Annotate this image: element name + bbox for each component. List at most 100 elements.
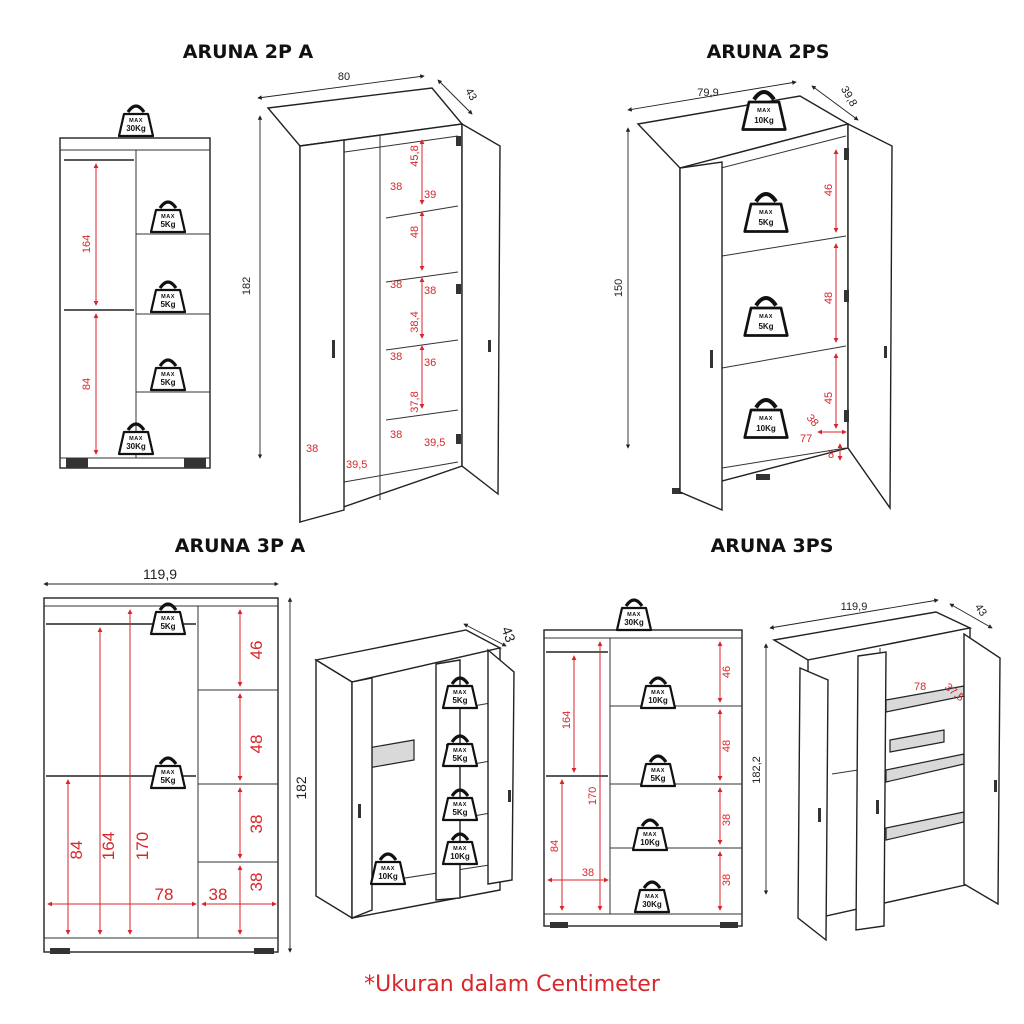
dim-depth: 43 xyxy=(972,602,989,619)
svg-text:48: 48 xyxy=(409,226,421,238)
svg-text:39,5: 39,5 xyxy=(346,459,367,471)
svg-text:MAX: MAX xyxy=(129,118,143,124)
svg-text:MAX: MAX xyxy=(627,612,641,618)
svg-text:MAX: MAX xyxy=(759,210,773,216)
svg-text:164: 164 xyxy=(99,832,118,860)
svg-text:38: 38 xyxy=(247,873,266,892)
dim-height: 182 xyxy=(293,776,309,800)
svg-text:MAX: MAX xyxy=(453,802,467,808)
svg-text:45,8: 45,8 xyxy=(409,145,421,166)
weight-badge: MAX 30Kg xyxy=(117,104,155,138)
svg-text:10Kg: 10Kg xyxy=(648,696,668,705)
svg-text:77: 77 xyxy=(800,433,812,445)
svg-text:MAX: MAX xyxy=(161,770,175,776)
dim-width: 80 xyxy=(338,71,350,83)
svg-text:38: 38 xyxy=(424,285,436,297)
svg-text:36: 36 xyxy=(424,357,436,369)
svg-text:46: 46 xyxy=(823,184,835,196)
svg-text:10Kg: 10Kg xyxy=(756,424,776,433)
svg-text:8: 8 xyxy=(828,449,834,461)
svg-text:170: 170 xyxy=(133,832,152,860)
svg-text:170: 170 xyxy=(587,787,599,805)
dim-width: 119,9 xyxy=(143,566,177,582)
svg-text:38: 38 xyxy=(390,279,402,291)
svg-text:5Kg: 5Kg xyxy=(758,218,773,227)
dim-hang-high: 164 xyxy=(81,235,93,253)
front-view: 164 84 MAX 30Kg MAX 5Kg MAX 5Kg MAX 5Kg xyxy=(59,104,211,469)
svg-text:MAX: MAX xyxy=(757,108,771,114)
svg-text:84: 84 xyxy=(67,841,86,860)
svg-text:10Kg: 10Kg xyxy=(450,852,470,861)
svg-text:5Kg: 5Kg xyxy=(452,808,467,817)
svg-text:5Kg: 5Kg xyxy=(160,300,175,309)
svg-text:84: 84 xyxy=(549,840,561,852)
svg-text:MAX: MAX xyxy=(759,416,773,422)
dim-depth: 43 xyxy=(499,624,519,644)
weight-badge: MAX 5Kg xyxy=(149,280,187,314)
svg-text:38: 38 xyxy=(390,351,402,363)
svg-text:5Kg: 5Kg xyxy=(452,754,467,763)
product-aruna-2p-a: ARUNA 2P A 164 84 MAX 30Kg xyxy=(59,41,501,523)
svg-text:10Kg: 10Kg xyxy=(640,838,660,847)
weight-badge: MAX 5Kg xyxy=(742,192,790,234)
svg-text:45: 45 xyxy=(823,392,835,404)
svg-text:MAX: MAX xyxy=(645,894,659,900)
product-aruna-2ps: ARUNA 2PS 79,9 39,8 150 46 xyxy=(613,41,893,512)
footer-note: *Ukuran dalam Centimeter xyxy=(364,972,660,997)
product-aruna-3p-a: ARUNA 3P A 119,9 182 46 48 38 38 xyxy=(43,535,519,954)
weight-badge: MAX 10Kg xyxy=(441,832,479,866)
svg-text:30Kg: 30Kg xyxy=(126,124,146,133)
svg-text:MAX: MAX xyxy=(161,616,175,622)
weight-badge: MAX 30Kg xyxy=(615,598,653,632)
svg-text:48: 48 xyxy=(247,735,266,754)
weight-badge: MAX 30Kg xyxy=(117,422,155,456)
svg-text:5Kg: 5Kg xyxy=(160,378,175,387)
weight-badge: MAX 10Kg xyxy=(639,676,677,710)
svg-text:MAX: MAX xyxy=(759,314,773,320)
svg-text:37,8: 37,8 xyxy=(409,391,421,412)
svg-text:5Kg: 5Kg xyxy=(452,696,467,705)
weight-badge: MAX 5Kg xyxy=(639,754,677,788)
iso-view: 80 43 182 45,8 48 38,4 37,8 38 39 38 38 … xyxy=(241,71,501,523)
product-title: ARUNA 2PS xyxy=(707,41,830,63)
weight-badge: MAX 5Kg xyxy=(441,788,479,822)
svg-text:10Kg: 10Kg xyxy=(754,116,774,125)
svg-text:MAX: MAX xyxy=(161,294,175,300)
dim-width: 119,9 xyxy=(841,601,868,613)
svg-text:46: 46 xyxy=(721,666,733,678)
svg-text:30Kg: 30Kg xyxy=(126,442,146,451)
svg-text:MAX: MAX xyxy=(651,768,665,774)
svg-text:MAX: MAX xyxy=(161,372,175,378)
product-title: ARUNA 3PS xyxy=(711,535,834,557)
weight-badge: MAX 5Kg xyxy=(742,296,790,338)
weight-badge: MAX 5Kg xyxy=(149,756,187,790)
weight-badge: MAX 30Kg xyxy=(633,880,671,914)
weight-badge: MAX 10Kg xyxy=(369,852,407,886)
svg-text:MAX: MAX xyxy=(651,690,665,696)
dim-height: 182,2 xyxy=(751,756,763,784)
svg-text:38: 38 xyxy=(582,867,594,879)
svg-text:39,5: 39,5 xyxy=(424,437,445,449)
svg-text:5Kg: 5Kg xyxy=(160,622,175,631)
dim-width: 79,9 xyxy=(697,87,718,99)
svg-text:5Kg: 5Kg xyxy=(160,776,175,785)
weight-badge: MAX 5Kg xyxy=(149,602,187,636)
product-title: ARUNA 2P A xyxy=(183,41,314,63)
weight-badge: MAX 10Kg xyxy=(631,818,669,852)
weight-badge: MAX 5Kg xyxy=(441,734,479,768)
dim-height: 182 xyxy=(241,277,253,295)
weight-badge: MAX 10Kg xyxy=(742,398,790,440)
dim-hang-low: 84 xyxy=(81,378,93,390)
svg-text:MAX: MAX xyxy=(129,436,143,442)
iso-view: 79,9 39,8 150 46 48 45 77 38 8 MAX 10Kg xyxy=(613,80,893,512)
product-aruna-3ps: ARUNA 3PS 46 48 38 38 164 170 xyxy=(543,535,1001,942)
svg-text:MAX: MAX xyxy=(643,832,657,838)
svg-text:5Kg: 5Kg xyxy=(160,220,175,229)
svg-text:38: 38 xyxy=(721,874,733,886)
iso-view: 119,9 43 182,2 78 37,5 xyxy=(751,598,1001,942)
weight-badge: MAX 5Kg xyxy=(149,358,187,392)
svg-text:39: 39 xyxy=(424,189,436,201)
svg-text:78: 78 xyxy=(155,885,174,904)
svg-text:MAX: MAX xyxy=(381,866,395,872)
